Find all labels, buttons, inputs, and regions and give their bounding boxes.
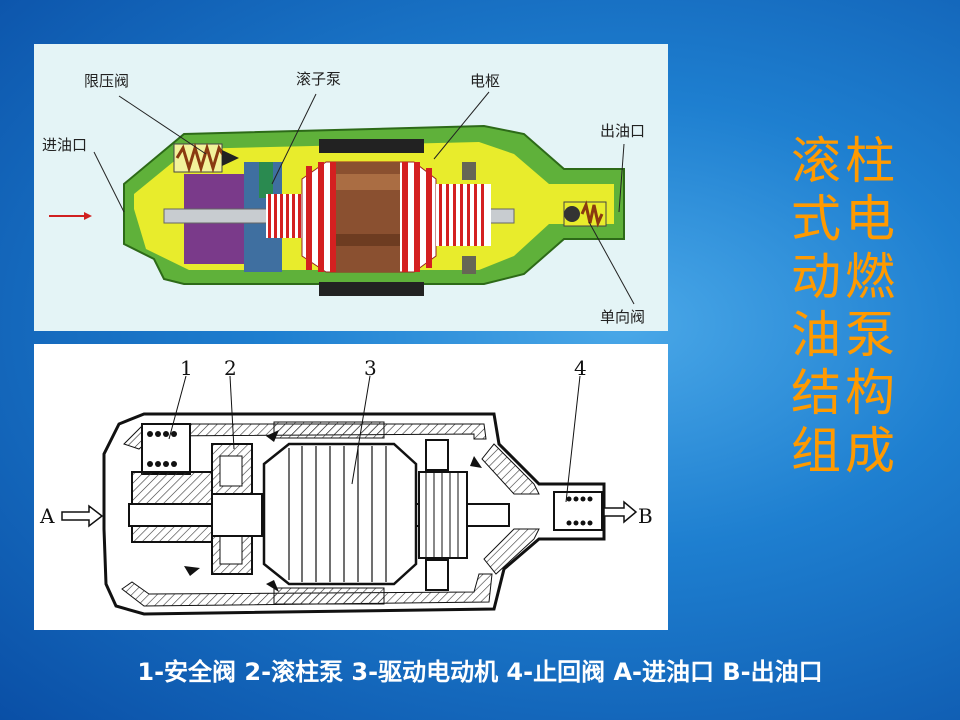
part-number-4: 4 [574, 356, 587, 380]
label-armature: 电枢 [470, 72, 501, 90]
port-a-label: A [40, 504, 55, 528]
line-cross-section-diagram: 1 2 3 4 A B [34, 344, 668, 630]
port-b-label: B [638, 504, 653, 528]
label-outlet: 出油口 [600, 122, 646, 140]
part-number-1: 1 [180, 356, 193, 380]
label-relief-valve: 限压阀 [84, 72, 130, 90]
pump-section-drawing [61, 375, 638, 616]
color-cutaway-diagram: 限压阀 滚子泵 电枢 进油口 出油口 单向阀 [34, 44, 668, 331]
label-inlet: 进油口 [42, 136, 88, 154]
part-number-2: 2 [224, 356, 237, 380]
label-roller-pump: 滚子泵 [296, 70, 342, 88]
side-title: 滚柱式电动燃油泵结构组成 [791, 132, 899, 480]
label-check-valve: 单向阀 [600, 308, 646, 326]
part-number-3: 3 [364, 356, 377, 380]
pump-cutaway-drawing [49, 91, 635, 305]
legend-caption: 1-安全阀 2-滚柱泵 3-驱动电动机 4-止回阀 A-进油口 B-出油口 [137, 658, 823, 686]
